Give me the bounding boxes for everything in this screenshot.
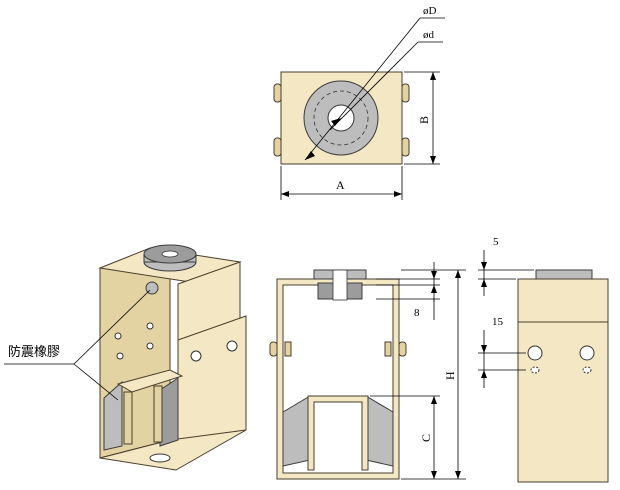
- front-channel: [307, 395, 369, 471]
- arrow-head: [455, 471, 461, 479]
- label-outer-diameter: øD: [423, 5, 437, 17]
- side-washer: [535, 269, 593, 280]
- label-dim-h: H: [443, 371, 457, 380]
- arrow-head: [305, 151, 315, 160]
- front-side-lug: [269, 341, 278, 357]
- front-side-lug: [284, 341, 292, 357]
- label-rubber: 防震橡膠: [8, 344, 60, 360]
- label-inner-diameter: ød: [423, 29, 435, 41]
- label-dim-c: C: [419, 434, 433, 442]
- label-dim-5: 5: [493, 236, 499, 248]
- iso-bolt-hole: [114, 332, 122, 340]
- iso-washer-bore: [161, 250, 179, 258]
- iso-rubber-pad: [103, 380, 123, 451]
- arrow-head: [455, 270, 461, 278]
- iso-bottom-hole: [149, 453, 171, 463]
- arrow-head: [431, 271, 437, 279]
- label-dim-8: 8: [414, 307, 420, 319]
- iso-channel-wall: [123, 391, 133, 445]
- label-dim-15: 15: [492, 316, 504, 328]
- front-side-lug: [384, 341, 392, 357]
- front-bore: [332, 269, 348, 301]
- iso-bolt-hole: [190, 350, 202, 362]
- front-side-lug: [398, 341, 407, 357]
- arrow-head: [431, 285, 437, 293]
- rubber-leader: [73, 363, 119, 401]
- iso-bolt-hole: [146, 342, 154, 350]
- arrow-head: [481, 279, 487, 287]
- top-view: øD ød A B: [273, 5, 445, 200]
- label-dim-a: A: [336, 178, 345, 192]
- isometric-view: 防震橡膠: [4, 244, 247, 471]
- arrow-head: [430, 72, 436, 80]
- iso-channel-wall: [153, 385, 163, 443]
- side-hidden-hole: [530, 366, 540, 374]
- side-body: [517, 278, 609, 483]
- arrow-head: [431, 471, 437, 479]
- arrow-head: [394, 191, 402, 197]
- label-dim-b: B: [417, 116, 431, 124]
- top-view-bolt: [401, 137, 410, 157]
- leader-outer-diameter: [304, 17, 421, 161]
- arrow-head: [430, 156, 436, 164]
- arrow-head: [481, 345, 487, 353]
- iso-bottom-plate: [99, 429, 247, 471]
- iso-bolt-hole: [116, 352, 124, 360]
- top-view-bolt: [401, 83, 410, 103]
- iso-bolt-hole: [146, 322, 154, 330]
- arrow-head: [431, 396, 437, 404]
- leader-inner-diameter: [329, 41, 419, 131]
- arrow-head: [331, 118, 341, 126]
- side-view: 5 15: [478, 236, 609, 483]
- iso-rubber-pad: [159, 377, 179, 447]
- arrow-head: [281, 191, 289, 197]
- top-view-bolt: [273, 83, 282, 103]
- top-view-hidden-circle: [313, 90, 369, 146]
- top-view-bolt: [273, 137, 282, 157]
- rubber-leader: [73, 289, 151, 365]
- arrow-head: [481, 370, 487, 378]
- iso-bolt-hole: [226, 340, 238, 352]
- front-view: 8 H C: [269, 262, 466, 480]
- side-bolt-hole: [527, 345, 543, 361]
- iso-channel-top: [116, 369, 184, 393]
- arrow-head: [481, 262, 487, 270]
- side-hidden-hole: [582, 366, 592, 374]
- side-bolt-hole: [579, 345, 595, 361]
